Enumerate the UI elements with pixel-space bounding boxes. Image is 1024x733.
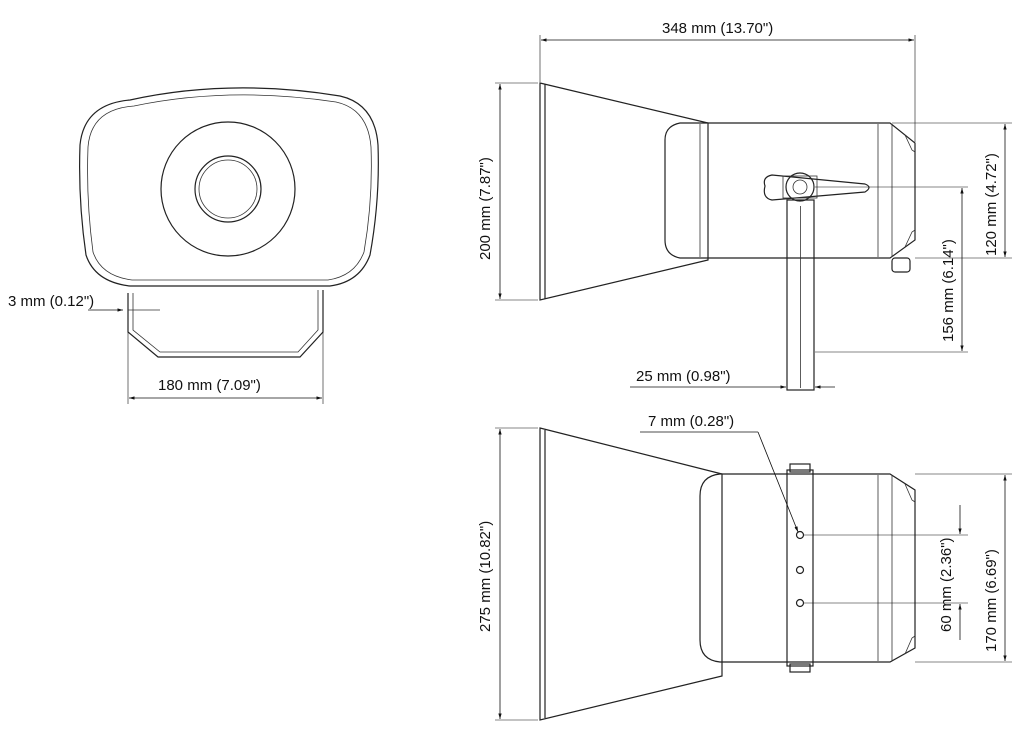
front-view	[79, 87, 379, 358]
horn-flare-top	[539, 427, 723, 721]
strap-top-bolt	[789, 463, 811, 473]
horn-flare-side	[539, 82, 709, 301]
mounting-bracket	[127, 290, 324, 358]
strap-bottom-bolt	[789, 663, 811, 673]
gap-dimension-label: 3 mm (0.12")	[8, 293, 94, 310]
mounting-hole-2	[795, 565, 805, 575]
body-width-dimension-label: 170 mm (6.69")	[983, 549, 1000, 652]
body-height-dimension-label: 120 mm (4.72")	[983, 153, 1000, 256]
hole-spacing-dimension-label: 60 mm (2.36")	[938, 537, 955, 632]
cable-gland	[891, 257, 911, 273]
bracket-width-dimension-label: 25 mm (0.98")	[636, 368, 731, 385]
driver-inner-circle	[198, 159, 258, 219]
rear-chamfer-top-view-upper	[904, 483, 916, 503]
bracket-height-dimension-label: 156 mm (6.14")	[940, 239, 957, 342]
front-dimensions: 3 mm (0.12") 180 mm (7.09")	[8, 293, 324, 404]
top-width-dimension-label: 275 mm (10.82")	[477, 521, 494, 632]
height-dimension-label: 200 mm (7.87")	[477, 157, 494, 260]
top-view	[539, 427, 916, 721]
top-dimensions: 7 mm (0.28") 275 mm (10.82") 60 mm (2.36…	[477, 413, 1012, 721]
rear-chamfer-top	[904, 134, 916, 153]
width-dimension-label: 180 mm (7.09")	[158, 377, 261, 394]
driver-outer-circle	[194, 155, 262, 223]
driver-body-top	[699, 473, 916, 663]
rear-chamfer-bottom	[904, 229, 916, 248]
mounting-hole-1	[795, 530, 805, 540]
rear-chamfer-top-view-lower	[904, 635, 916, 655]
horn-mouth-inner-outline	[87, 94, 372, 281]
length-dimension-label: 348 mm (13.70")	[662, 20, 773, 37]
pivot-boss	[763, 174, 870, 201]
horn-throat-ring	[160, 121, 296, 257]
mounting-hole-3	[795, 598, 805, 608]
horn-mouth-outline	[79, 87, 379, 287]
side-dimensions: 348 mm (13.70") 200 mm (7.87") 120 mm (4…	[477, 20, 1012, 389]
side-view	[539, 82, 916, 391]
pivot-nut-outer	[785, 172, 815, 202]
hole-leader-diagonal	[757, 431, 799, 533]
pivot-nut-inner	[792, 179, 808, 195]
mounting-bracket-side	[786, 199, 815, 391]
hole-diameter-label: 7 mm (0.28")	[648, 413, 734, 430]
mounting-bracket-inner	[132, 290, 319, 353]
driver-body-side	[664, 122, 916, 259]
mounting-strap	[786, 469, 814, 667]
